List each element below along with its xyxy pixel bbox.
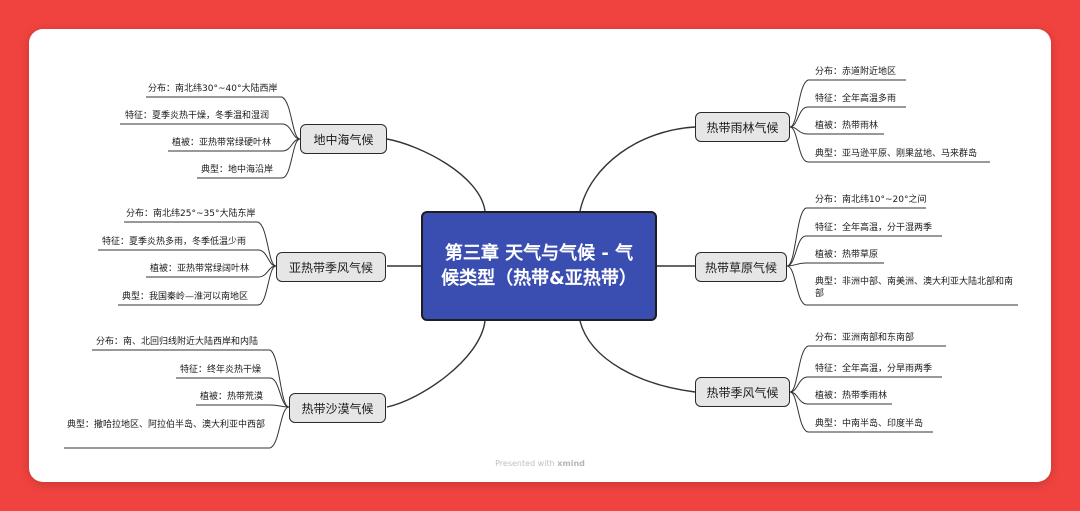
leaf-item[interactable]: 植被：热带荒漠 — [200, 392, 264, 402]
footer-prefix: Presented with — [495, 459, 555, 468]
branch-tropical-rainforest[interactable]: 热带雨林气候 — [695, 112, 790, 142]
leaf-item[interactable]: 典型：亚马逊平原、刚果盆地、马来群岛 — [815, 149, 978, 159]
central-topic[interactable]: 第三章 天气与气候 - 气候类型（热带&亚热带） — [421, 211, 657, 321]
leaf-item[interactable]: 植被：亚热带常绿阔叶林 — [150, 264, 250, 274]
branch-tropical-monsoon[interactable]: 热带季风气候 — [695, 377, 790, 407]
branch-label: 热带沙漠气候 — [301, 401, 374, 416]
leaf-item[interactable]: 植被：热带雨林 — [815, 121, 879, 131]
leaf-item[interactable]: 特征：全年高温，分旱雨两季 — [815, 364, 933, 374]
leaf-item[interactable]: 特征：全年高温，分干湿两季 — [815, 223, 933, 233]
leaf-item[interactable]: 特征：全年高温多雨 — [815, 94, 897, 104]
leaf-item[interactable]: 典型：中南半岛、印度半岛 — [815, 419, 924, 429]
presented-with-watermark: Presented with xmind — [440, 459, 640, 468]
branch-tropical-desert[interactable]: 热带沙漠气候 — [289, 393, 386, 423]
branch-label: 亚热带季风气候 — [288, 260, 373, 275]
leaf-item[interactable]: 典型：地中海沿岸 — [201, 165, 274, 175]
leaf-item[interactable]: 分布：南北纬30°~40°大陆西岸 — [148, 84, 278, 94]
leaf-item[interactable]: 植被：热带草原 — [815, 250, 879, 260]
leaf-item[interactable]: 典型：我国秦岭—淮河以南地区 — [122, 292, 249, 302]
branch-label: 热带季风气候 — [706, 385, 779, 400]
leaf-item[interactable]: 分布：亚洲南部和东南部 — [815, 333, 915, 343]
leaf-item[interactable]: 分布：南北纬25°~35°大陆东岸 — [126, 209, 256, 219]
branch-subtropical-monsoon[interactable]: 亚热带季风气候 — [276, 252, 386, 282]
leaf-item[interactable]: 植被：热带季雨林 — [815, 391, 888, 401]
branch-mediterranean[interactable]: 地中海气候 — [300, 124, 387, 154]
leaf-item[interactable]: 特征：夏季炎热干燥，冬季温和湿润 — [125, 111, 270, 121]
branch-tropical-savanna[interactable]: 热带草原气候 — [695, 252, 787, 282]
central-topic-title: 第三章 天气与气候 - 气候类型（热带&亚热带） — [441, 243, 637, 289]
leaf-item[interactable]: 分布：南北纬10°~20°之间 — [815, 195, 927, 205]
branch-label: 热带雨林气候 — [706, 120, 779, 135]
leaf-item[interactable]: 植被：亚热带常绿硬叶林 — [172, 138, 272, 148]
branch-label: 地中海气候 — [313, 132, 374, 147]
leaf-item[interactable]: 典型：撒哈拉地区、阿拉伯半岛、澳大利亚中西部 — [67, 420, 266, 430]
leaf-item[interactable]: 特征：终年炎热干燥 — [180, 365, 262, 375]
branch-label: 热带草原气候 — [704, 260, 777, 275]
leaf-item[interactable]: 分布：南、北回归线附近大陆西岸和内陆 — [96, 337, 259, 347]
leaf-item[interactable]: 特征：夏季炎热多雨，冬季低温少雨 — [102, 237, 247, 247]
leaf-item[interactable]: 分布：赤道附近地区 — [815, 67, 897, 77]
xmind-logo: xmind — [557, 459, 585, 468]
leaf-item[interactable]: 典型：非洲中部、南美洲、澳大利亚大陆北部和南部 — [815, 277, 1014, 299]
